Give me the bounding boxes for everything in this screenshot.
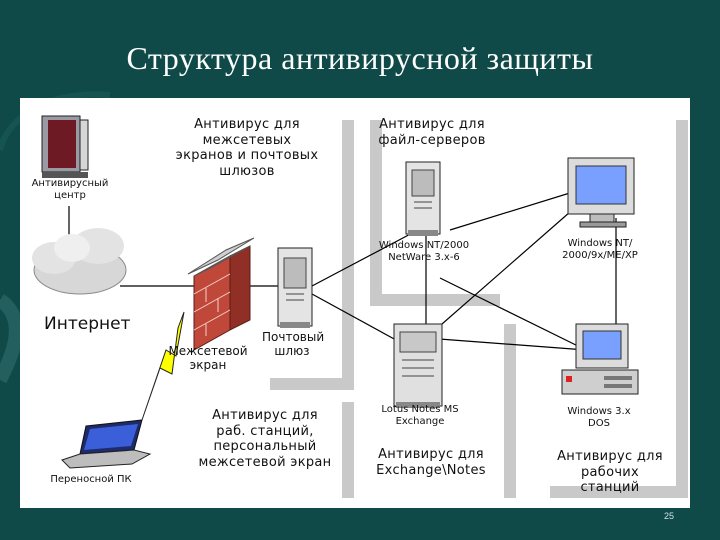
zone-label-workstations: Антивирус для рабочих станций [557,449,663,495]
zone-workstations-firewall [342,402,354,498]
link-mailserver-legacy [425,337,587,351]
zone-label-exchange: Антивирус для Exchange\Notes [376,447,486,478]
node-label-file-server: Windows NT/2000 NetWare 3.x-6 [378,240,470,263]
node-label-laptop: Переносной ПК [50,474,132,485]
desktop-computer-icon [561,323,639,395]
server-tower-icon [41,115,89,178]
cloud-icon [32,228,127,295]
zone-file-servers-bottom [370,294,500,306]
lightning-icon [141,311,185,421]
link-mailserver-workstation [425,197,587,339]
link-fileserver-workstation [449,187,587,231]
node-label-internet: Интернет [44,314,131,334]
monitor-icon [567,157,635,228]
node-label-mail-server: Lotus Notes MS Exchange [381,404,459,427]
zone-exchange [504,324,516,498]
zone-file-servers [370,120,382,306]
laptop-icon [61,419,152,469]
node-label-mail-gateway: Почтовый шлюз [262,330,325,358]
node-label-workstation-legacy: Windows 3.x DOS [567,406,631,429]
page-number: 25 [664,511,675,521]
zone-label-file-servers: Антивирус для файл-серверов [378,117,486,148]
brick-wall-icon [187,237,255,351]
zone-workstations-bottom [550,486,688,498]
link-cross-legacy [439,277,587,351]
zone-firewall-gateway [342,120,354,390]
connections [68,187,617,351]
zone-firewall-gateway-bottom [270,378,354,390]
server-tower-icon [405,161,441,236]
node-label-firewall: Межсетевой экран [168,344,248,372]
zone-label-firewall-gateway: Антивирус для межсетевых экранов и почто… [175,117,319,179]
server-tower-icon [277,247,313,328]
link-gateway-fileserver [311,229,419,287]
network-diagram [32,115,639,469]
zone-workstations [676,120,688,498]
zone-label-workstations-firewall: Антивирус для раб. станций, персональный… [198,408,332,470]
link-gateway-mailserver [311,293,397,341]
slide-title: Структура антивирусной защиты [126,40,594,76]
node-label-av-center: Антивирусный центр [31,178,109,201]
mail-server-icon [393,323,443,408]
node-label-workstation-modern: Windows NT/ 2000/9x/ME/XP [562,238,638,261]
